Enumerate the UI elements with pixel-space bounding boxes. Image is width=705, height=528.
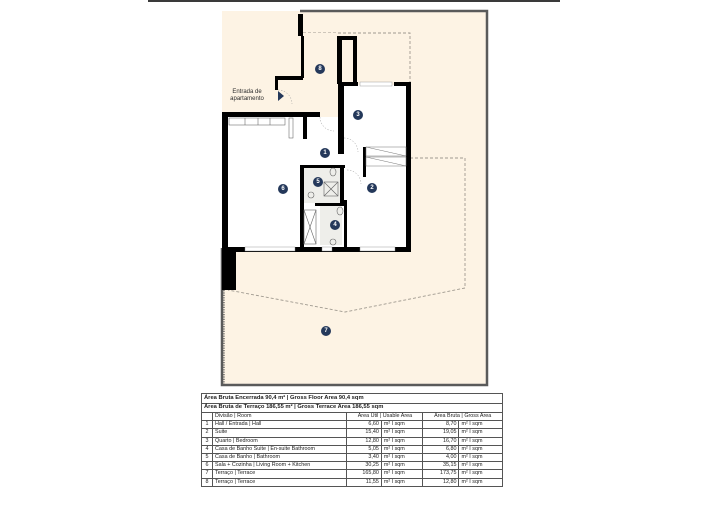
gross-floor-area: Área Bruta Encerrada 90,4 m² | Gross Flo…: [201, 393, 503, 404]
header-usable: Area Útil | Usable Area: [346, 411, 424, 422]
room-marker-6: 6: [278, 184, 288, 194]
table-row: 7 Terraço | Terrace 165,80 m² I sqm 173,…: [201, 469, 503, 479]
table-row: 6 Sala + Cozinha | Living Room + Kitchen…: [201, 461, 503, 471]
room-marker-8: 8: [315, 64, 325, 74]
area-table: Área Bruta Encerrada 90,4 m² | Gross Flo…: [201, 393, 503, 487]
table-row: 8 Terraço | Terrace 11,55 m² I sqm 12,80…: [201, 477, 503, 487]
table-row: 2 Suite 15,40 m² I sqm 19,05 m² I sqm: [201, 428, 503, 438]
room-marker-3: 3: [353, 110, 363, 120]
room-marker-2: 2: [367, 183, 377, 193]
room-marker-4: 4: [330, 220, 340, 230]
entrance-arrow-icon: [278, 91, 284, 101]
table-header-row: Divisão | Room Area Útil | Usable Area Á…: [201, 411, 503, 422]
room-marker-1: 1: [320, 148, 330, 158]
table-row: 4 Casa de Banho Suite | En-suite Bathroo…: [201, 444, 503, 454]
gross-terrace-area-row: Área Bruta de Terraço 186,55 m² | Gross …: [201, 402, 503, 413]
room-marker-7: 7: [321, 326, 331, 336]
table-row: 5 Casa de Banho | Bathroom 3,40 m² I sqm…: [201, 452, 503, 463]
gross-floor-area-row: Área Bruta Encerrada 90,4 m² | Gross Flo…: [201, 393, 503, 404]
header-gross: Área Bruta | Gross Area: [422, 411, 503, 422]
entrance-label-line1: Entrada de: [232, 89, 262, 95]
gross-terrace-area: Área Bruta de Terraço 186,55 m² | Gross …: [201, 402, 503, 413]
room-marker-5: 5: [313, 177, 323, 187]
header-room: Divisão | Room: [211, 411, 348, 422]
table-row: 3 Quarto | Bedroom 12,80 m² I sqm 16,70 …: [201, 436, 503, 446]
floor-plan: [220, 9, 489, 387]
entrance-label-line2: apartamento: [230, 96, 264, 102]
entrance-label: Entrada de apartamento: [222, 89, 272, 103]
page-top-rule: [148, 0, 560, 2]
table-row: 1 Hall / Entrada | Hall 6,60 m² I sqm 8,…: [201, 420, 503, 430]
